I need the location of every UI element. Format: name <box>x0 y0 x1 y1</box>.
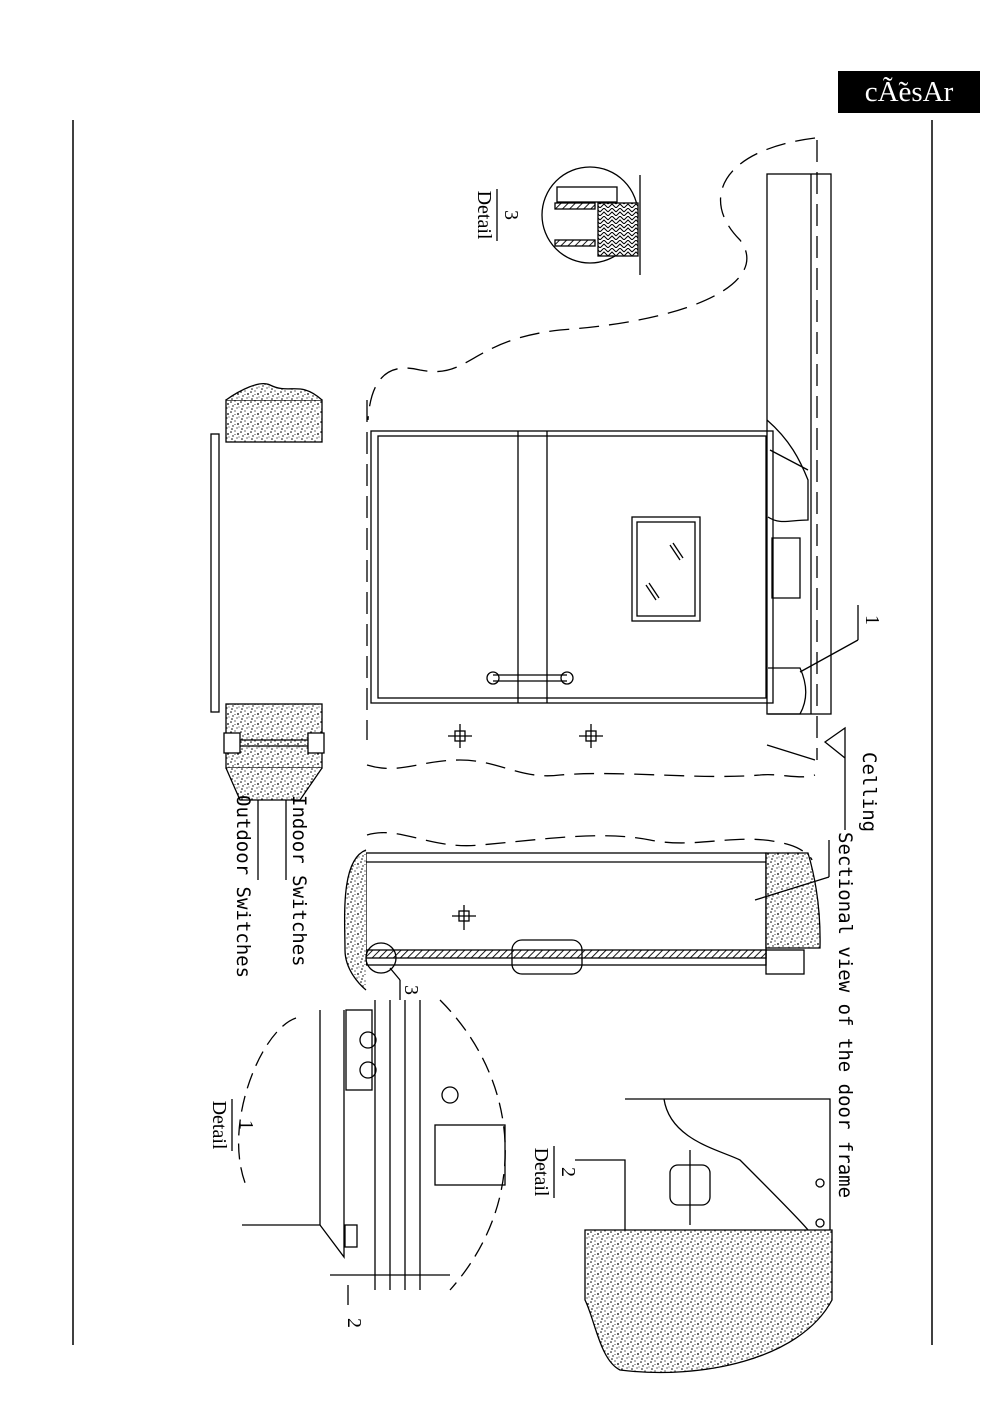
ceiling-beam <box>766 140 832 760</box>
ceiling-label: Celling <box>858 752 880 833</box>
track-assembly <box>766 419 809 715</box>
detail-2-drawing <box>575 1098 833 1374</box>
wall-switches-plan <box>210 383 325 880</box>
detail-1-number: 1 <box>235 1120 257 1130</box>
detail-1-label: 1 Detail <box>208 1099 257 1151</box>
callout-3: 3 <box>400 985 422 995</box>
callout-2: 2 <box>343 1318 365 1328</box>
detail-1-drawing <box>238 999 506 1305</box>
callout-3-text: 3 <box>400 985 422 995</box>
indoor-switches-label: Indoor Switches <box>288 795 310 967</box>
break-line-top <box>367 137 816 421</box>
outdoor-switches-label: Outdoor Switches <box>232 795 254 979</box>
callout-2-text: 2 <box>343 1318 365 1328</box>
detail-1-word: Detail <box>208 1101 230 1150</box>
detail-3-drawing <box>541 166 641 275</box>
anchor-marks <box>448 724 603 748</box>
callout-1-leader <box>799 639 859 673</box>
break-line-middle <box>366 759 816 778</box>
door-elevation <box>370 430 774 704</box>
section-leader <box>754 876 830 901</box>
detail-3-number: 3 <box>500 210 522 220</box>
detail-2-word: Detail <box>530 1148 552 1197</box>
brand-logo-text: cÃ̃esAr <box>864 76 954 108</box>
detail-3-word: Detail <box>473 191 495 240</box>
sectional-view <box>343 840 830 1000</box>
detail-2-number: 2 <box>557 1167 579 1177</box>
callout-1: 1 <box>861 615 883 625</box>
ceiling-marker <box>823 726 846 830</box>
detail-2-label: 2 Detail <box>530 1146 579 1198</box>
sectional-view-label: Sectional view of the door frame <box>834 832 856 1199</box>
brand-logo: cÃ̃esAr <box>838 71 980 113</box>
detail-3-label: 3 Detail <box>473 189 522 241</box>
